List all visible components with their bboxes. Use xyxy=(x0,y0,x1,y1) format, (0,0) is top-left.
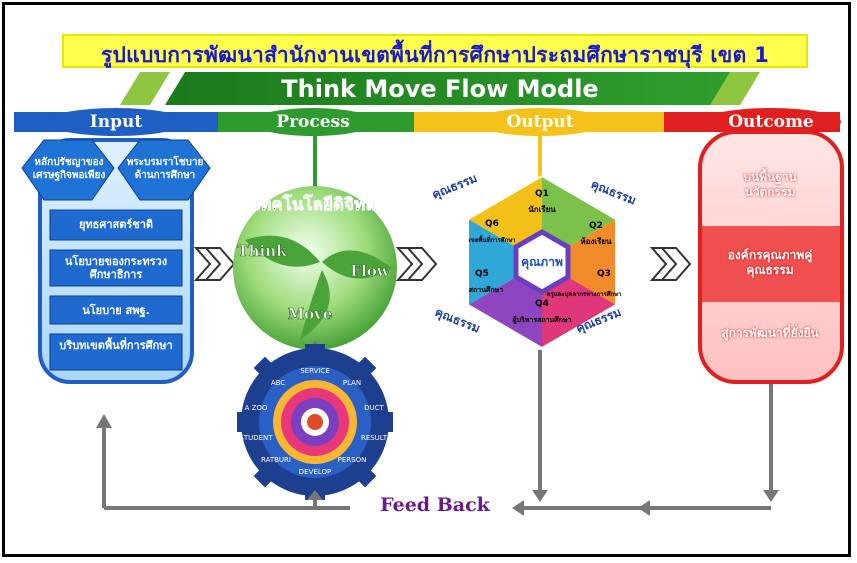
input-box-3 xyxy=(49,295,183,325)
arrow-up-icon xyxy=(96,414,112,428)
segment-code: Q6 xyxy=(485,219,499,229)
input-box-2 xyxy=(49,249,183,287)
input-item: บริบทเขตพื้นที่การศึกษา xyxy=(59,339,173,352)
header-outcome: Outcome xyxy=(728,112,814,132)
arrow-down-icon xyxy=(763,490,779,502)
gear-label: STUDENT xyxy=(239,434,273,442)
segment-label: ครูและบุคลากรทางการศึกษา xyxy=(547,290,622,299)
virtue-label: คุณธรรม xyxy=(589,177,638,209)
process-arc-label: เทคโนโลยีดิจิทัล xyxy=(254,194,375,215)
outcome-band-middle xyxy=(702,226,840,302)
gear-label: DEVELOP xyxy=(299,468,331,476)
banner-stripe-left xyxy=(120,72,170,105)
quality-center-label: คุณภาพ xyxy=(521,255,563,270)
chevron-icon xyxy=(193,247,236,281)
segment-code: Q1 xyxy=(535,189,549,199)
process-petal-move xyxy=(300,270,330,340)
process-petal-think xyxy=(245,235,320,267)
gear-label: ABC xyxy=(271,379,285,387)
process-flow-label: Flow xyxy=(350,262,390,280)
process-petal-flow xyxy=(322,250,392,279)
input-item: นโยบาย สพฐ. xyxy=(82,304,150,317)
input-box-4 xyxy=(49,333,183,371)
input-hex-right-label: พระบรมราโชบายด้านการศึกษา xyxy=(126,157,204,181)
segment-code: Q4 xyxy=(535,299,549,309)
process-think-label: Think xyxy=(237,242,287,260)
segment-label: ห้องเรียน xyxy=(580,236,612,246)
input-item: ยุทธศาสตร์ชาติ xyxy=(78,218,154,231)
process-sphere xyxy=(233,186,397,350)
arrow-up-icon xyxy=(307,490,323,500)
gear-label: A ZOO xyxy=(245,404,268,412)
segment-label: เขตพื้นที่การศึกษา xyxy=(468,234,515,244)
arrow-down-icon xyxy=(532,490,548,502)
outcome-item: บนพื้นฐานนวัตกรรม xyxy=(743,170,797,199)
segment-code: Q5 xyxy=(475,269,489,279)
input-box-1 xyxy=(49,209,183,241)
segment-code: Q2 xyxy=(589,221,603,231)
feedback-label: Feed Back xyxy=(380,494,490,516)
gear-label: DUCT xyxy=(364,404,384,412)
gear-icon xyxy=(237,344,393,500)
gear-label: SERVICE xyxy=(300,367,330,375)
quality-center-hex xyxy=(513,229,571,295)
page-title: รูปแบบการพัฒนาสำนักงานเขตพื้นที่การศึกษา… xyxy=(100,43,770,67)
outcome-item: องค์กรคุณภาพคู่คุณธรรม xyxy=(727,248,813,277)
segment-code: Q3 xyxy=(597,269,611,279)
header-process: Process xyxy=(276,112,350,132)
header-tab-outcome xyxy=(701,108,841,136)
banner-background xyxy=(165,72,730,105)
arrow-left-icon xyxy=(638,500,650,516)
input-hex-left xyxy=(21,139,115,201)
header-tab-input xyxy=(46,108,186,136)
banner: Think Move Flow Modle xyxy=(120,72,760,106)
banner-stripe-right xyxy=(705,72,760,105)
arrow-left-icon xyxy=(512,500,524,516)
chevron-icon xyxy=(395,247,438,281)
gear-label: RATBURI xyxy=(261,456,291,464)
header-tab-output xyxy=(475,108,605,136)
gear-label: PERSON xyxy=(338,456,367,464)
gear-label: PLAN xyxy=(343,379,361,387)
chevron-icon xyxy=(649,247,692,281)
input-hex-left-label: หลักปรัชญาของเศรษฐกิจพอเพียง xyxy=(32,157,106,181)
banner-title: Think Move Flow Modle xyxy=(281,75,599,103)
process-move-label: Move xyxy=(288,305,333,323)
segment-label: สถานศึกษา xyxy=(469,285,504,294)
header-output: Output xyxy=(506,112,574,132)
segment-label: ผู้บริหารสถานศึกษา xyxy=(512,315,571,325)
header-tab-process xyxy=(251,108,375,136)
header-input: Input xyxy=(89,112,143,132)
input-item: นโยบายของกระทรวงศึกษาธิการ xyxy=(64,255,168,281)
segment-label: นักเรียน xyxy=(528,204,556,214)
input-hex-right xyxy=(117,139,211,201)
title-bar: รูปแบบการพัฒนาสำนักงานเขตพื้นที่การศึกษา… xyxy=(62,34,808,68)
outcome-item: สู่การพัฒนาที่ยั่งยืน xyxy=(721,326,819,340)
gear-label: RESULT xyxy=(361,434,388,442)
virtue-label: คุณธรรม xyxy=(430,171,479,203)
